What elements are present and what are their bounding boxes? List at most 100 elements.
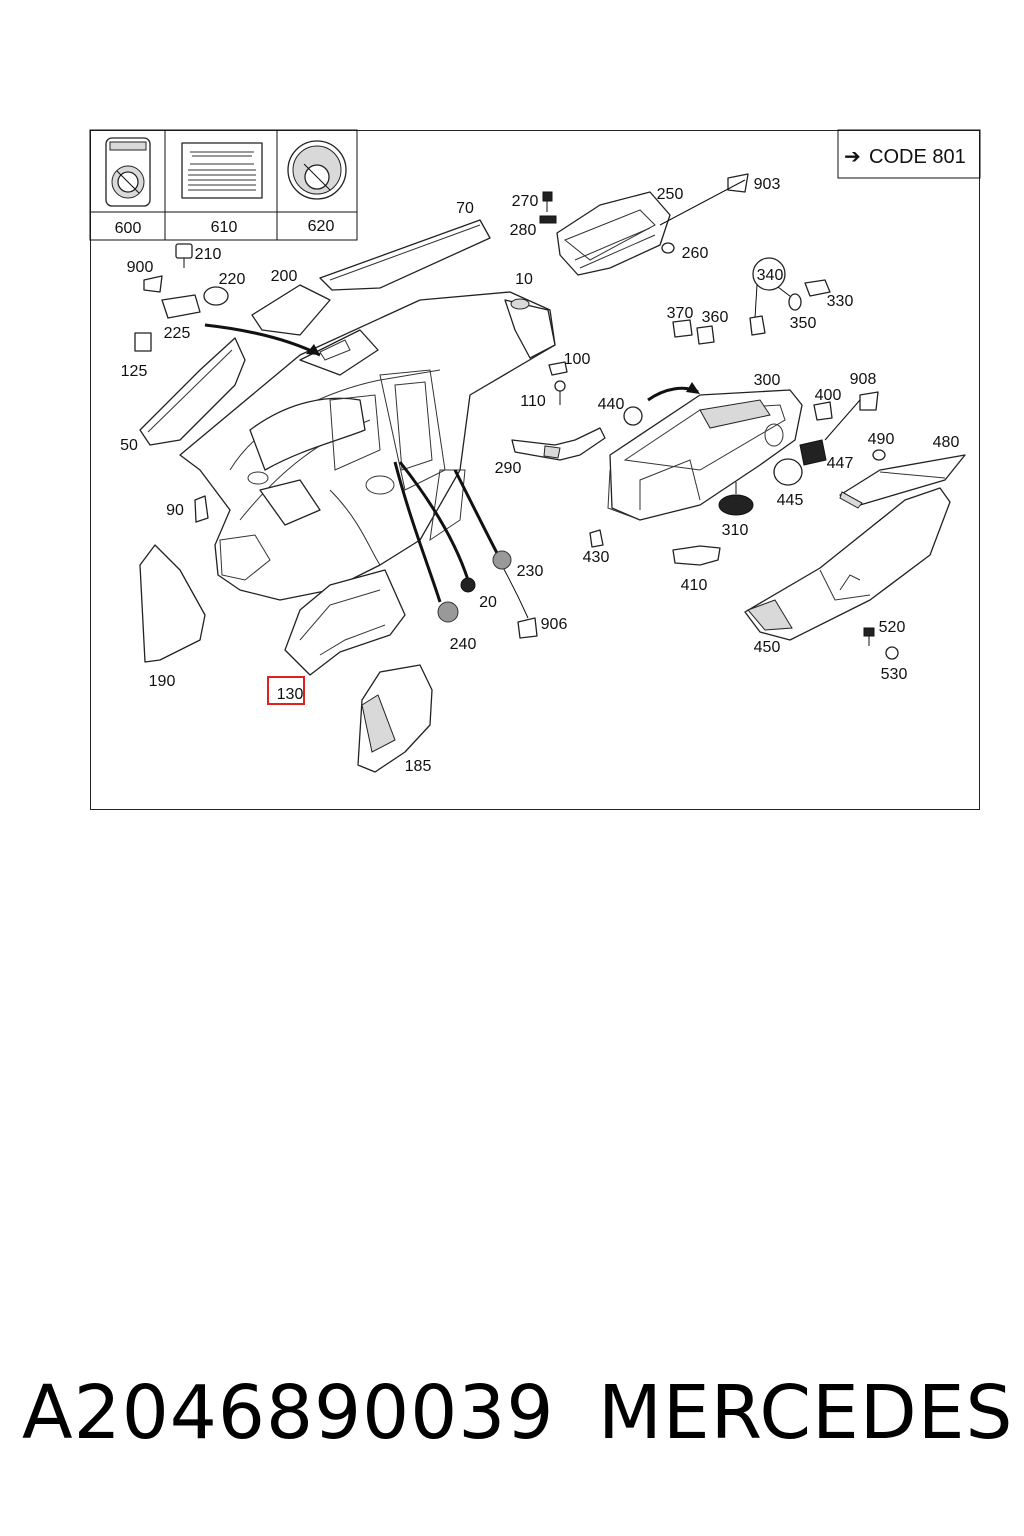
bulb-350[interactable] [788,293,802,311]
cables [393,461,529,619]
label-900: 900 [127,259,154,276]
clip-100[interactable] [548,361,568,376]
screw-110[interactable] [554,380,566,405]
bracket-90[interactable] [194,495,209,523]
label-310: 310 [722,522,749,539]
insulation-225[interactable] [161,294,201,319]
label-370: 370 [667,305,694,322]
label-110: 110 [520,393,546,410]
side-panel-190[interactable] [139,544,206,663]
label-360: 360 [702,309,729,326]
label-185: 185 [405,758,432,775]
code-801-box: ➔ CODE 801 [837,129,981,179]
label-620: 620 [308,218,335,235]
passenger-airbag-250[interactable] [556,191,671,276]
label-70: 70 [456,200,474,217]
speaker-grille-50[interactable] [139,337,246,446]
connector-906[interactable] [517,617,538,639]
label-480: 480 [933,434,960,451]
top-cover-strip-70[interactable] [319,219,491,291]
screw-270[interactable] [542,191,553,212]
connector-903[interactable] [659,173,749,226]
label-445: 445 [777,492,804,509]
label-906: 906 [541,616,568,633]
grommet-240[interactable] [437,601,459,623]
label-20: 20 [479,594,497,611]
glovebox-lid-450[interactable] [744,487,951,641]
label-90: 90 [166,502,184,519]
label-300: 300 [754,372,781,389]
lower-cover-130[interactable] [284,569,406,676]
part-number-text: A2046890039 [22,1370,555,1456]
damper-310[interactable] [718,482,754,516]
button-210[interactable] [175,243,193,268]
connector-900[interactable] [143,275,163,293]
label-450: 450 [754,639,781,656]
label-350: 350 [790,315,817,332]
code-801-text: CODE 801 [869,146,966,168]
label-240: 240 [450,636,477,653]
sensor-410[interactable] [672,545,721,566]
holder-400[interactable] [813,401,833,421]
label-340: 340 [757,267,784,284]
label-520: 520 [879,619,906,636]
label-330: 330 [827,293,854,310]
airbag-info-label-610[interactable] [181,142,263,199]
cover-panel-200[interactable] [251,284,331,336]
label-530: 530 [881,666,908,683]
switch-447[interactable] [799,439,827,466]
clip-280[interactable] [539,215,557,224]
knee-panel-185[interactable] [357,664,433,773]
grommet-230[interactable] [492,550,512,570]
label-400: 400 [815,387,842,404]
screw-520[interactable] [863,627,875,646]
part-number-labels: 70 270 280 250 903 260 900 210 220 200 1… [120,176,959,775]
pad-220[interactable] [203,286,229,306]
tray-480[interactable] [839,454,966,509]
grommet-260[interactable] [661,242,675,254]
highlight-box-130[interactable]: 130 [267,676,305,705]
label-903: 903 [754,176,781,193]
label-125: 125 [121,363,148,380]
label-190: 190 [149,673,176,690]
clip-430[interactable] [589,529,604,548]
label-410: 410 [681,577,708,594]
grommet-20[interactable] [460,577,476,593]
connector-908[interactable] [824,391,879,441]
brand-text: MERCEDES [598,1370,1014,1456]
label-130: 130 [277,686,304,703]
highlight-frame [267,676,305,705]
warning-label-boxes: 600 610 620 [89,129,358,241]
label-908: 908 [850,371,877,388]
label-225: 225 [164,325,191,342]
label-490: 490 [868,431,895,448]
label-210: 210 [195,246,222,263]
ring-440[interactable] [623,406,643,426]
glovebox-housing-300[interactable] [607,389,803,521]
dashboard-carrier-10[interactable] [179,291,556,601]
label-230: 230 [517,563,544,580]
label-290: 290 [495,460,522,477]
air-duct-290[interactable] [511,427,606,461]
switch-330[interactable] [804,279,831,297]
arrow-right-icon: ➔ [844,146,861,168]
label-430: 430 [583,549,610,566]
block-125[interactable] [134,332,152,352]
label-100: 100 [564,351,591,368]
label-250: 250 [657,186,684,203]
airbag-warning-label-600[interactable] [105,137,151,207]
clip-490[interactable] [872,449,886,461]
label-260: 260 [682,245,709,262]
callout-340[interactable] [752,257,796,319]
label-610: 610 [211,219,238,236]
cap-445[interactable] [773,458,803,486]
label-270: 270 [512,193,539,210]
lamp-360[interactable] [749,315,766,336]
label-447: 447 [827,455,854,472]
washer-530[interactable] [885,646,899,660]
airbag-round-label-620[interactable] [287,140,347,200]
holder-370[interactable] [672,319,715,345]
label-10: 10 [515,271,533,288]
label-50: 50 [120,437,138,454]
